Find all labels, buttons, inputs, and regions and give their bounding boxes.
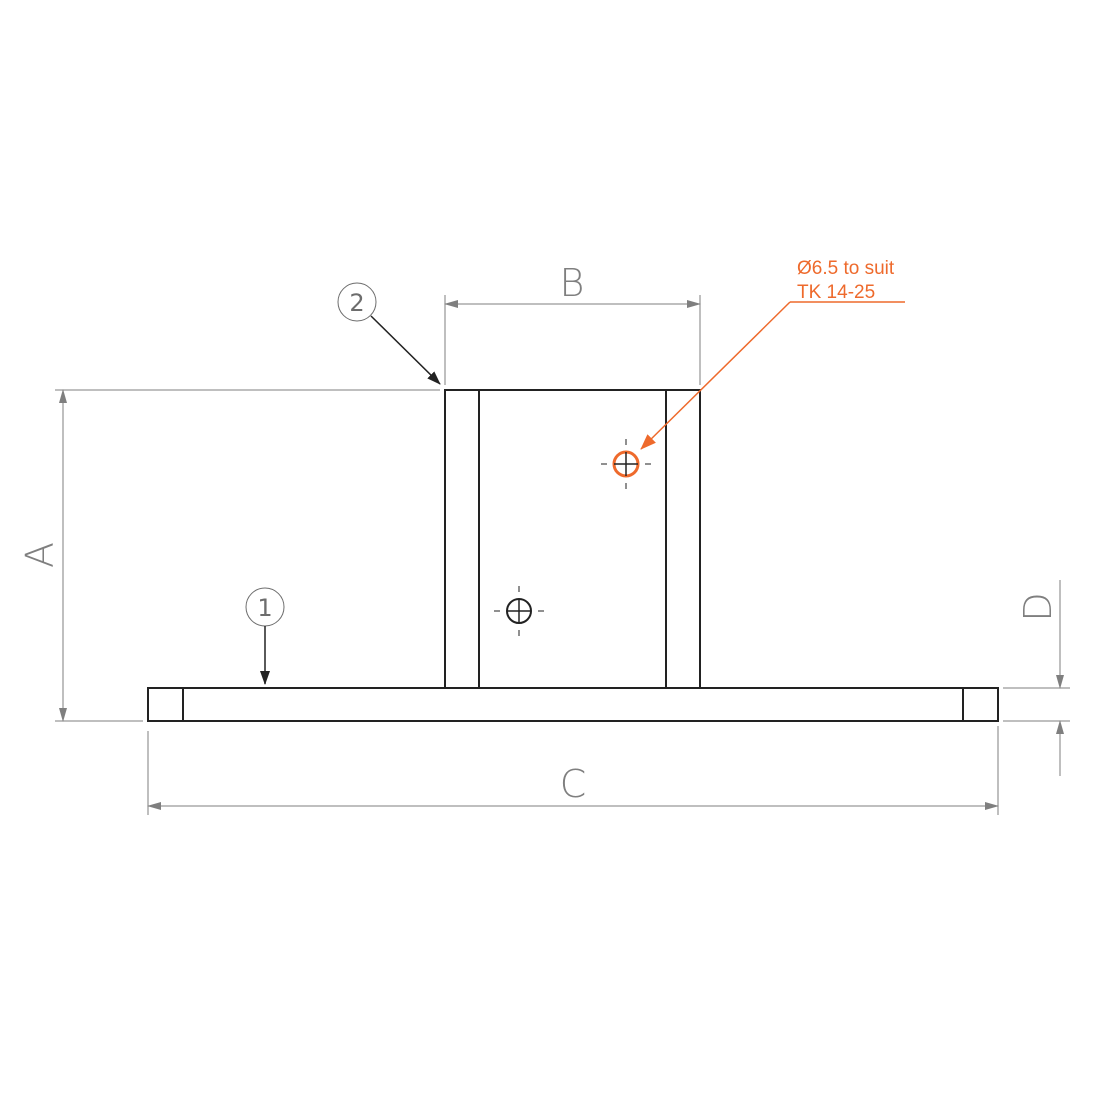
balloon-label-2: 2: [349, 289, 364, 317]
dimension-label-a: A: [18, 542, 62, 568]
callout-line-2: TK 14-25: [797, 282, 875, 303]
balloon-label-1: 1: [257, 594, 272, 622]
dimension-label-d: D: [1016, 592, 1060, 621]
dimension-c: [147, 726, 999, 815]
base-plate: [147, 687, 999, 722]
hole-callout-leader: [640, 301, 905, 450]
hole-upper: [601, 439, 651, 489]
upright-plate: [444, 389, 701, 689]
dimension-b: [444, 295, 701, 385]
dimension-d: [1003, 580, 1070, 776]
callout-line-1: Ø6.5 to suit: [797, 258, 895, 279]
balloon-part-1: [245, 587, 285, 685]
part-outlines: [147, 389, 999, 722]
dimension-a: [55, 389, 440, 722]
hole-lower: [494, 586, 544, 636]
dimension-label-b: B: [560, 261, 585, 305]
dimension-label-c: C: [560, 762, 587, 806]
balloon-part-2: [337, 282, 441, 385]
